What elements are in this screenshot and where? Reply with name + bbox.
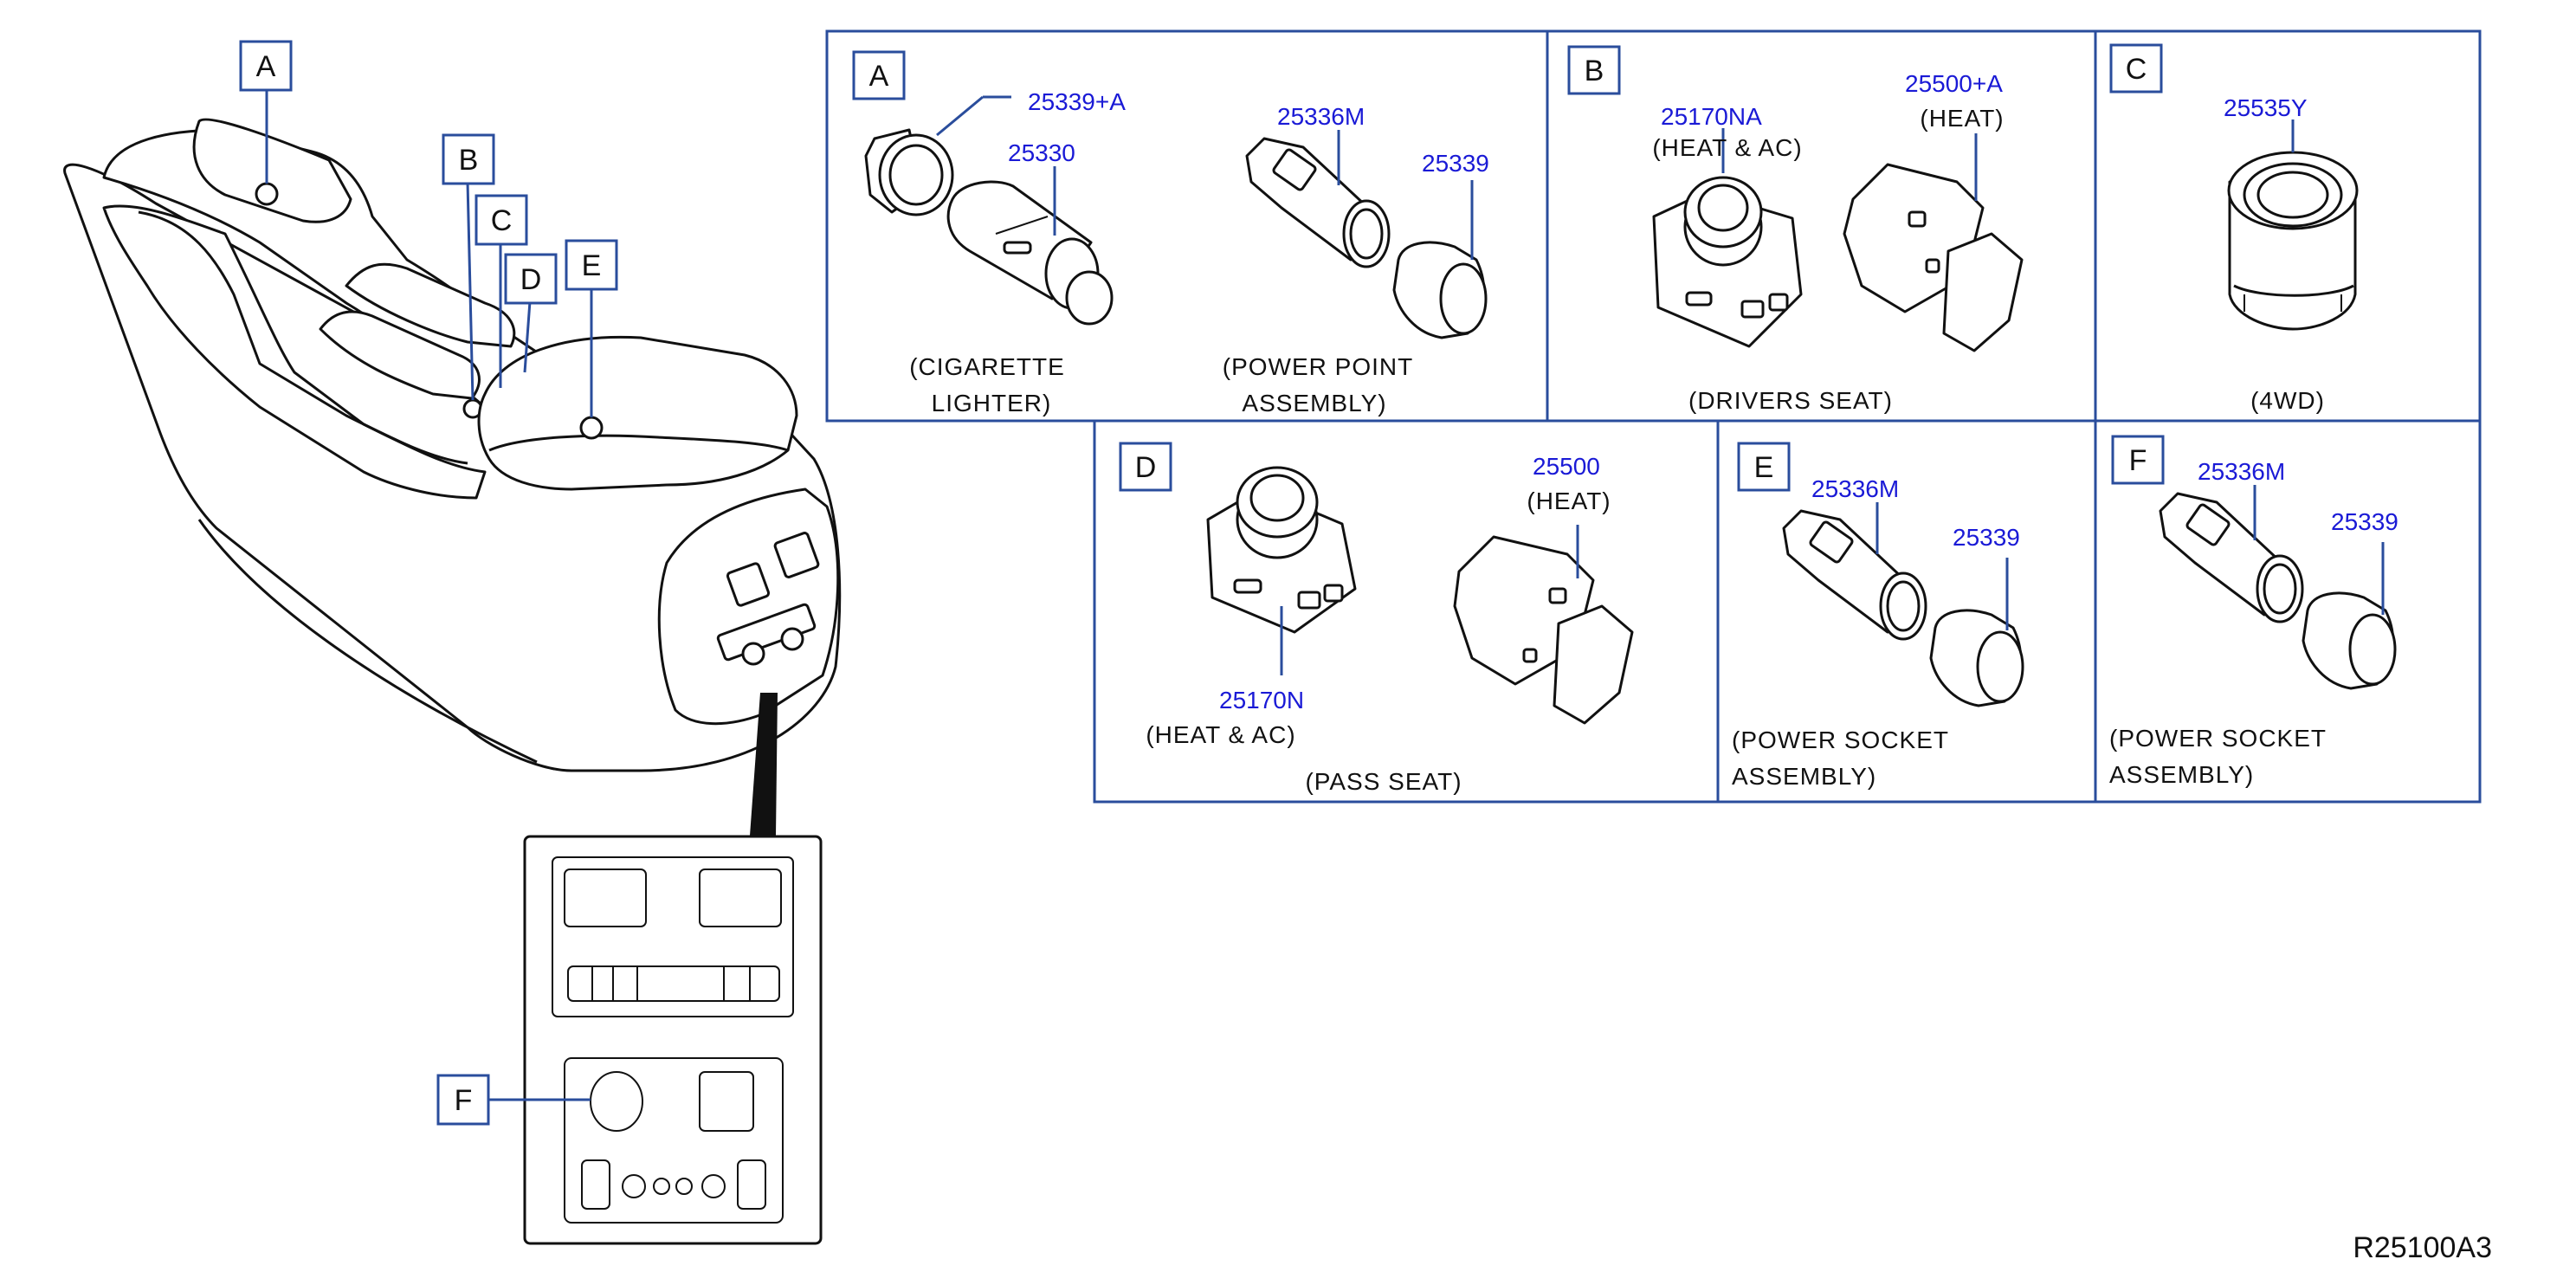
inset-callout-f: F <box>436 1074 591 1126</box>
part-number: 25500 <box>1533 453 1600 480</box>
power-point-cap-drawing <box>1392 241 1488 339</box>
callout-letter: F <box>455 1084 473 1117</box>
panel-a: A 25339+A 25330 <box>852 50 1489 416</box>
4wd-switch-drawing <box>2227 151 2359 331</box>
panel-grid <box>825 29 2482 804</box>
panel-letter: B <box>1585 55 1604 87</box>
caption: (DRIVERS SEAT) <box>1688 387 1893 414</box>
part-number: 25170NA <box>1661 103 1762 130</box>
note: (HEAT & AC) <box>1652 134 1802 161</box>
callout-letter: A <box>256 50 276 83</box>
part-number: 25336M <box>1277 103 1365 130</box>
part-number: 25535Y <box>2224 94 2308 121</box>
callout-letter: C <box>491 204 513 237</box>
console-callout-a <box>239 40 293 92</box>
panel-d: D 25170N (HEAT & AC) 25500 (HEAT) (PASS … <box>1119 442 1634 795</box>
panel-f: F 25336M 25339 (POWER SOCKET ASSEMBLY) <box>2109 435 2398 788</box>
caption: LIGHTER) <box>932 390 1052 416</box>
diagram-reference-code: R25100A3 <box>2353 1231 2492 1264</box>
seat-heat-ac-switch-drawing <box>1652 176 1803 348</box>
cigarette-lighter-socket-drawing <box>864 128 954 216</box>
power-socket-cap-drawing <box>1929 609 2024 707</box>
panel-letter: E <box>1754 451 1774 484</box>
part-number: 25339 <box>2331 508 2398 535</box>
panel-c: C 25535Y (4WD) <box>2109 43 2359 414</box>
panel-b: B 25170NA (HEAT & AC) 25500+A (HEAT) (DR… <box>1567 45 2024 414</box>
console-callout-d <box>504 253 558 305</box>
panel-letter: A <box>869 60 889 93</box>
caption: (POWER POINT <box>1223 353 1413 380</box>
caption: (CIGARETTE <box>909 353 1065 380</box>
caption: ASSEMBLY) <box>2109 761 2254 788</box>
panel-letter: C <box>2126 53 2147 86</box>
caption: (4WD) <box>2250 387 2325 414</box>
power-socket-drawing <box>2159 492 2304 623</box>
caption: (POWER SOCKET <box>2109 725 2327 752</box>
part-number: 25336M <box>1811 475 1899 502</box>
zoom-pointer <box>750 693 778 836</box>
note: (HEAT & AC) <box>1146 721 1295 748</box>
power-socket-drawing <box>1782 509 1927 641</box>
center-console-drawing <box>63 118 842 772</box>
console-callouts: A B C D E <box>239 40 618 417</box>
caption: (PASS SEAT) <box>1305 768 1462 795</box>
rear-console-detail <box>523 835 823 1245</box>
callout-letter: D <box>520 263 542 296</box>
seat-heat-switch-drawing <box>1843 163 2024 352</box>
part-number: 25339+A <box>1028 88 1126 115</box>
console-callout-b <box>442 133 495 185</box>
console-callout-c <box>475 194 528 246</box>
part-number: 25339 <box>1953 524 2020 551</box>
part-number: 25170N <box>1219 687 1304 714</box>
caption: ASSEMBLY) <box>1242 390 1386 416</box>
note: (HEAT) <box>1920 105 2004 132</box>
part-number: 25500+A <box>1905 70 2003 97</box>
pass-seat-heat-ac-switch-drawing <box>1206 466 1357 634</box>
note: (HEAT) <box>1527 488 1611 514</box>
panel-e: E 25336M 25339 (POWER SOCKET ASSEMBLY) <box>1732 442 2024 790</box>
part-number: 25330 <box>1008 139 1075 166</box>
pass-seat-heat-switch-drawing <box>1453 535 1634 725</box>
power-point-socket-drawing <box>1245 137 1391 268</box>
caption: (POWER SOCKET <box>1732 726 1949 753</box>
power-socket-cap-drawing <box>2302 591 2397 690</box>
part-number: 25339 <box>1422 150 1489 177</box>
callout-letter: E <box>582 249 602 282</box>
console-callout-e <box>565 239 618 291</box>
cigarette-lighter-drawing <box>946 180 1114 326</box>
callout-letter: B <box>459 144 479 177</box>
panel-letter: D <box>1135 451 1157 484</box>
part-number: 25336M <box>2198 458 2285 485</box>
panel-letter: F <box>2129 444 2147 477</box>
caption: ASSEMBLY) <box>1732 763 1876 790</box>
